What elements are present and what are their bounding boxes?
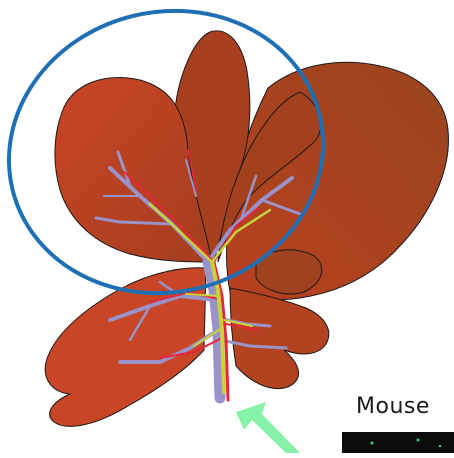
entry-arrow xyxy=(236,402,300,453)
lobe-lower-right xyxy=(230,288,329,389)
image-inset xyxy=(342,432,454,453)
species-label: Mouse xyxy=(356,396,430,418)
